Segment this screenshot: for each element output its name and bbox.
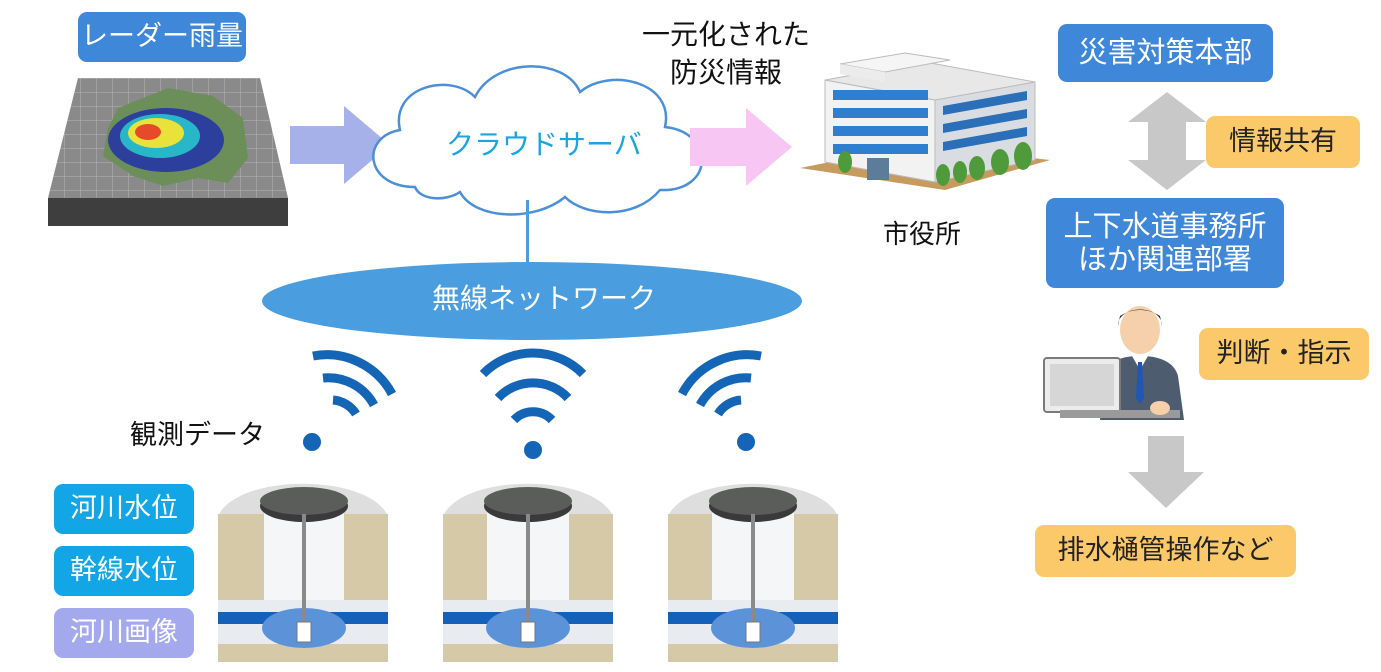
down-arrow [1128,436,1204,508]
city-hall-building-icon [800,52,1050,190]
unified-info-line1: 一元化された [642,18,811,51]
connector-line [526,200,529,266]
info-share-note: 情報共有 [1206,116,1360,168]
manhole-sensor-icon-2 [443,483,613,662]
arrow-cloud-to-cityhall [690,108,792,186]
wifi-signal-icon-1 [303,350,396,451]
observation-data-label: 観測データ [130,420,265,451]
cloud-server-label: クラウドサーバ [446,128,642,161]
manhole-sensor-icon-1 [218,483,388,662]
wireless-network-oval [262,262,802,340]
double-arrow-share [1128,92,1206,190]
waterworks-line1: 上下水道事務所 [1063,208,1267,243]
river-water-level-tag: 河川水位 [54,484,194,534]
arrow-radar-to-cloud [290,106,390,184]
radar-map-icon [48,78,288,226]
waterworks-office-box: 上下水道事務所 ほか関連部署 [1046,198,1284,288]
disaster-hq-box: 災害対策本部 [1058,24,1273,82]
drainage-operation-note: 排水樋管操作など [1035,525,1296,577]
waterworks-line2: ほか関連部署 [1077,242,1252,276]
operator-at-computer-icon [1043,306,1184,420]
wifi-signal-icon-2 [479,348,587,459]
wifi-signal-icon-3 [678,350,762,451]
cloud-icon [372,65,704,216]
river-image-tag: 河川画像 [54,608,194,658]
wireless-network-label: 無線ネットワーク [432,282,657,315]
manhole-sensor-icon-3 [668,483,838,662]
city-hall-label: 市役所 [883,220,962,250]
radar-label: レーダー雨量 [78,12,246,62]
trunk-water-level-tag: 幹線水位 [54,546,194,596]
judge-instruct-note: 判断・指示 [1199,328,1369,380]
unified-info-line2: 防災情報 [670,56,783,89]
